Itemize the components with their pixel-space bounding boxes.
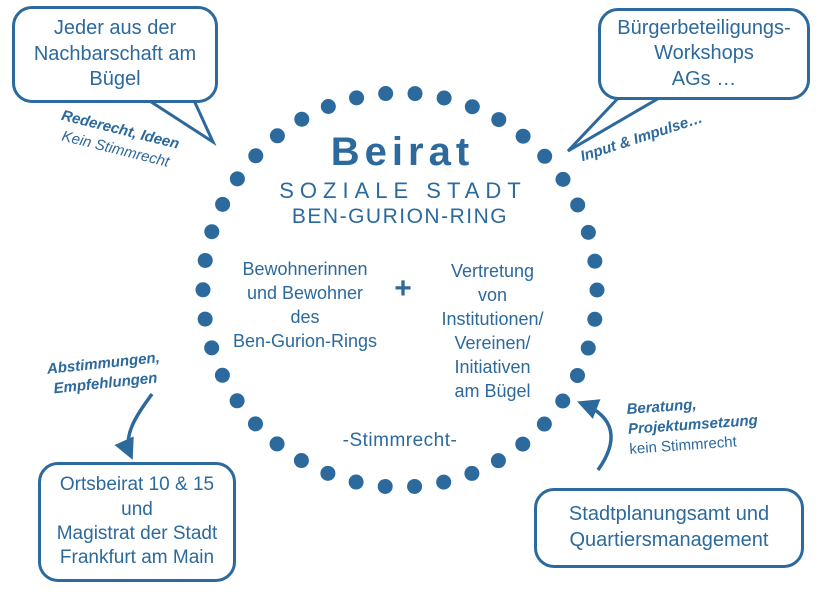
speech-bubble-neighborhood: Jeder aus der Nachbarschaft am Bügel bbox=[12, 6, 218, 103]
box-stadtplanungsamt-text: Stadtplanungsamt und Quartiersmanagement bbox=[568, 503, 770, 551]
diagram-subtitle-ben-gurion-ring: BEN-GURION-RING bbox=[291, 205, 509, 228]
note-beratung: Beratung, Projektumsetzung kein Stimmrec… bbox=[626, 391, 760, 459]
member-group-residents: Bewohnerinnen und Bewohner des Ben-Gurio… bbox=[232, 259, 378, 351]
diagram-title: Beirat bbox=[330, 130, 475, 174]
member-group-institutions: Vertretung von Institutionen/ Vereinen/ … bbox=[441, 261, 544, 401]
plus-sign: + bbox=[394, 272, 412, 305]
dotted-circle bbox=[195, 85, 605, 495]
speech-bubble-workshops-text: Bürgerbeteiligungs- Workshops AGs … bbox=[617, 16, 791, 90]
speech-bubble-neighborhood-text: Jeder aus der Nachbarschaft am Bügel bbox=[33, 17, 197, 91]
diagram-subtitle-soziale-stadt: SOZIALE STADT bbox=[279, 178, 527, 203]
box-stadtplanungsamt: Stadtplanungsamt und Quartiersmanagement bbox=[534, 488, 804, 568]
box-ortsbeirat-magistrat: Ortsbeirat 10 & 15 und Magistrat der Sta… bbox=[38, 462, 236, 582]
arrow-to-ortsbeirat bbox=[114, 392, 154, 460]
arrow-from-stadtplanungsamt bbox=[577, 399, 613, 472]
speech-bubble-workshops: Bürgerbeteiligungs- Workshops AGs … bbox=[598, 8, 810, 100]
voting-right-label: -Stimmrecht- bbox=[342, 430, 458, 451]
box-ortsbeirat-magistrat-text: Ortsbeirat 10 & 15 und Magistrat der Sta… bbox=[56, 474, 218, 569]
